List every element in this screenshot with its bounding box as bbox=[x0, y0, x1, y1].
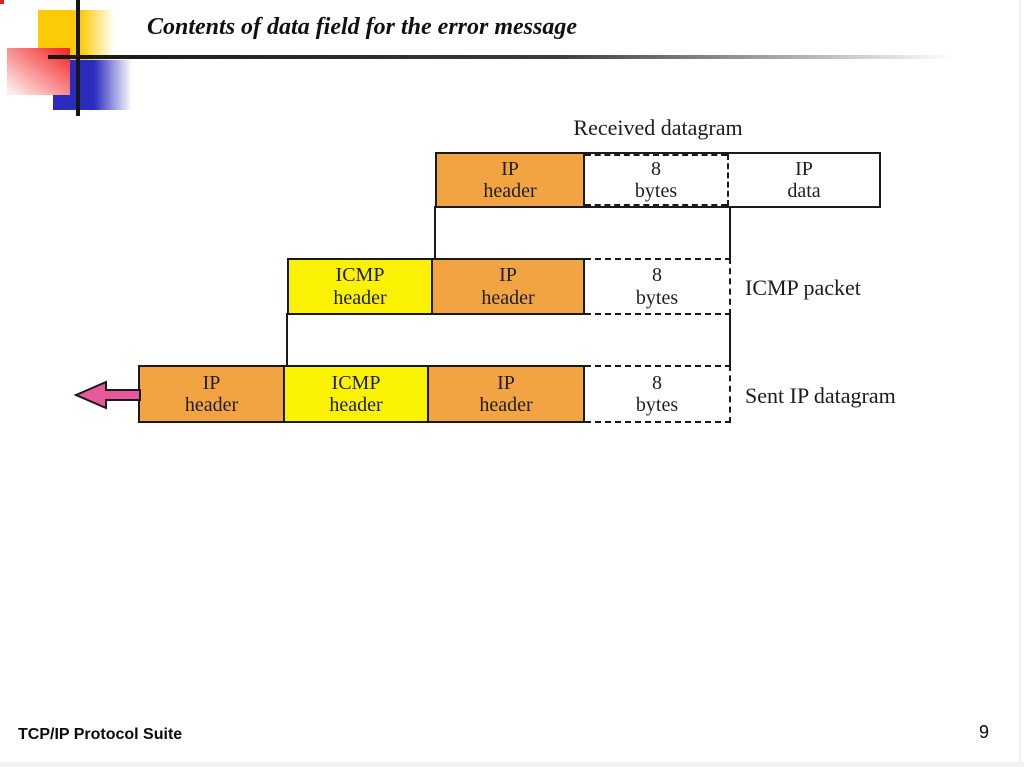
cell-text: data bbox=[787, 180, 821, 202]
cell-text: IP bbox=[499, 264, 517, 287]
cell-text: header bbox=[481, 286, 535, 309]
cell-text: IP bbox=[497, 371, 515, 394]
cell-ip-data: IP data bbox=[729, 154, 879, 206]
corner-red-pixel bbox=[0, 0, 4, 4]
cell-icmp-header: ICMP header bbox=[289, 260, 433, 313]
cell-8-bytes: 8 bytes bbox=[585, 365, 731, 423]
cell-text: 8 bbox=[651, 157, 661, 180]
cell-text: header bbox=[333, 286, 387, 309]
cell-text: 8 bbox=[652, 371, 662, 394]
cell-text: header bbox=[184, 394, 239, 416]
footer-title: TCP/IP Protocol Suite bbox=[18, 726, 183, 743]
cell-text: IP bbox=[795, 157, 813, 180]
connector-line bbox=[729, 313, 731, 367]
connector-line bbox=[729, 206, 731, 261]
row-icmp-packet: ICMP header IP header 8 bytes bbox=[287, 258, 731, 315]
icmp-packet-label: ICMP packet bbox=[745, 275, 861, 300]
left-arrow-icon bbox=[74, 380, 141, 410]
cell-8-bytes: 8 bytes bbox=[585, 154, 729, 206]
cell-text: ICMP bbox=[335, 264, 385, 287]
slide-title: Contents of data field for the error mes… bbox=[147, 14, 577, 40]
received-datagram-label: Received datagram bbox=[573, 115, 743, 140]
cell-text: ICMP bbox=[331, 371, 381, 394]
sent-ip-datagram-label: Sent IP datagram bbox=[745, 383, 896, 408]
title-underline-rule bbox=[48, 55, 973, 59]
row-solid-cells: ICMP header IP header bbox=[287, 258, 585, 315]
page-number: 9 bbox=[979, 722, 990, 742]
cell-text: IP bbox=[202, 371, 221, 394]
cell-text: header bbox=[329, 394, 383, 416]
row-received-datagram: IP header 8 bytes IP data bbox=[435, 152, 881, 208]
cell-ip-header: IP header bbox=[437, 154, 585, 206]
cell-text: 8 bbox=[652, 264, 662, 287]
cell-8-bytes: 8 bytes bbox=[585, 258, 731, 315]
row-solid-cells: IP header ICMP header IP header bbox=[138, 365, 585, 423]
cell-text: bytes bbox=[634, 180, 678, 202]
slide-right-edge bbox=[1019, 0, 1021, 767]
left-arrow-shape bbox=[74, 380, 141, 410]
cell-text: header bbox=[479, 394, 533, 416]
cell-ip-header: IP header bbox=[433, 260, 583, 313]
row-sent-ip-datagram: IP header ICMP header IP header 8 bytes bbox=[138, 365, 731, 423]
cell-icmp-header: ICMP header bbox=[285, 367, 429, 421]
cell-text: bytes bbox=[635, 286, 679, 309]
cell-text: bytes bbox=[635, 394, 679, 416]
slide-bottom-edge bbox=[0, 762, 1024, 767]
cell-ip-header: IP header bbox=[140, 367, 285, 421]
cell-text: header bbox=[483, 180, 537, 202]
cell-ip-header: IP header bbox=[429, 367, 583, 421]
connector-line bbox=[434, 206, 436, 262]
cell-text: IP bbox=[501, 157, 519, 180]
connector-line bbox=[286, 313, 288, 367]
